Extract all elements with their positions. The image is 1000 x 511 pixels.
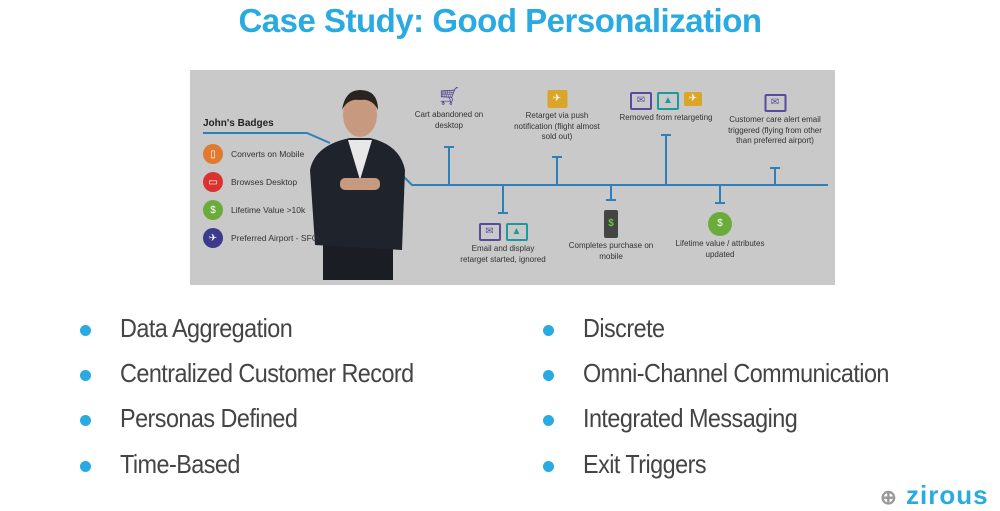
- bullet-dot: [543, 461, 554, 472]
- bullet-right: Discrete: [583, 313, 665, 343]
- image-icon: ▲: [657, 92, 679, 110]
- badge-item: ▭Browses Desktop: [203, 172, 297, 192]
- desktop-icon: ▭: [203, 172, 223, 192]
- email-icon: ✉: [630, 92, 652, 110]
- bullet-right: Omni-Channel Communication: [583, 358, 889, 388]
- bullet-dot: [80, 415, 91, 426]
- email-alert-icon: ✉: [764, 94, 786, 112]
- event-cart-abandoned: 🛒︎Cart abandoned on desktop: [414, 85, 484, 130]
- money-icon: $: [203, 200, 223, 220]
- badge-item: $Lifetime Value >10k: [203, 200, 305, 220]
- bullet-dot: [543, 415, 554, 426]
- event-purchase: $Completes purchase on mobile: [566, 210, 656, 262]
- bullet-left: Personas Defined: [120, 403, 298, 433]
- event-push-retarget: ✈Retarget via push notification (flight …: [510, 90, 605, 143]
- bullet-dot: [543, 370, 554, 381]
- badges-heading: John's Badges: [203, 118, 274, 129]
- bullet-dot: [543, 325, 554, 336]
- bullet-left: Centralized Customer Record: [120, 358, 414, 388]
- event-customer-care: ✉Customer care alert email triggered (fl…: [728, 94, 823, 147]
- event-email-display: ✉▲Email and display retarget started, ig…: [458, 223, 548, 265]
- event-lifetime-value: $Lifetime value / attributes updated: [675, 212, 765, 260]
- timeline-lines: [203, 90, 828, 280]
- money-plus-icon: $: [708, 212, 732, 236]
- badge-item: ▯Converts on Mobile: [203, 144, 304, 164]
- event-removed: ✉▲✈Removed from retargeting: [619, 92, 713, 122]
- airplane-alert-icon: ✈: [547, 90, 567, 108]
- mobile-icon: ▯: [203, 144, 223, 164]
- bullet-left: Time-Based: [120, 449, 240, 479]
- badge-item: ✈Preferred Airport - SFO: [203, 228, 318, 248]
- airplane-icon: ✈: [684, 92, 702, 106]
- crosshair-icon: ⊕: [880, 487, 898, 509]
- bullet-dot: [80, 461, 91, 472]
- mobile-dollar-icon: $: [604, 210, 618, 238]
- bullet-dot: [80, 370, 91, 381]
- journey-infographic: John's Badges ▯Converts on Mobile ▭Brows…: [190, 70, 835, 285]
- bullet-right: Integrated Messaging: [583, 403, 798, 433]
- bullet-dot: [80, 325, 91, 336]
- email-icon: ✉: [478, 223, 501, 241]
- zirous-logo: ⊕ zirous: [880, 480, 989, 510]
- image-icon: ▲: [505, 223, 528, 241]
- slide-title: Case Study: Good Personalization: [238, 2, 762, 39]
- bullet-left: Data Aggregation: [120, 313, 293, 343]
- bullet-right: Exit Triggers: [583, 449, 707, 479]
- airplane-icon: ✈: [203, 228, 223, 248]
- person-photo: [310, 90, 405, 280]
- cart-icon: 🛒︎: [437, 85, 461, 106]
